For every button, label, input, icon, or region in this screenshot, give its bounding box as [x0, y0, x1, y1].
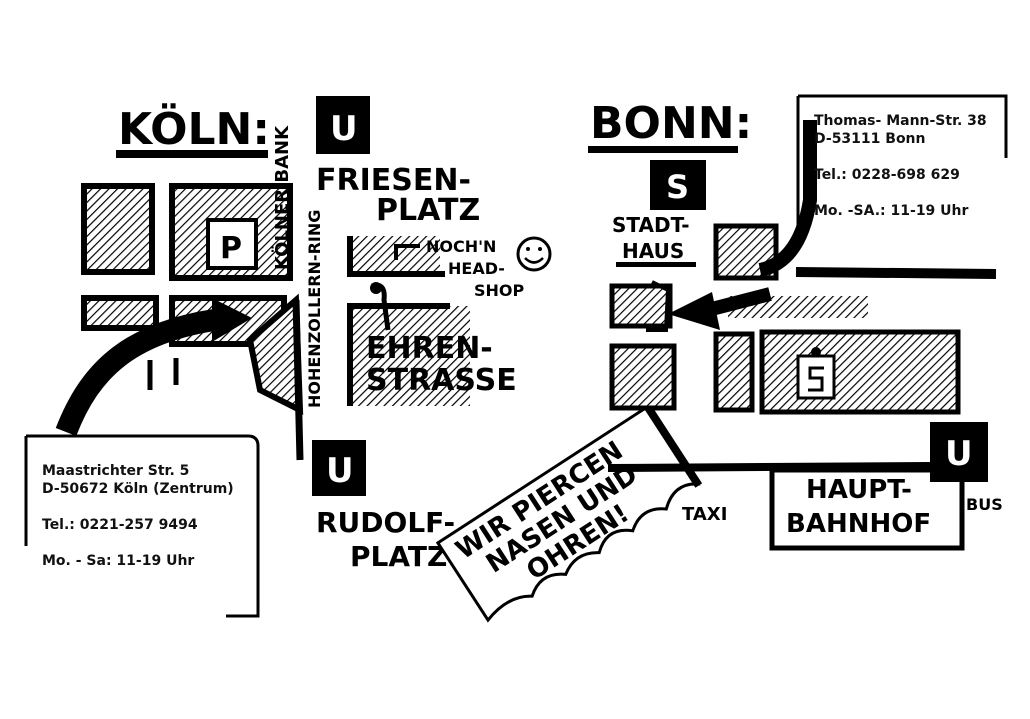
banner-paper — [435, 404, 701, 623]
stadthaus-label-1: STADT- — [612, 213, 690, 237]
headshop-label-3: SHOP — [474, 281, 525, 300]
stadthaus-label-2: HAUS — [622, 239, 684, 263]
headshop-label-1: NOCH'N — [426, 237, 496, 256]
koeln-bank-label: KÖLNER BANK — [271, 125, 293, 270]
bonn-map: BONN: S STADT- HAUS U — [588, 94, 1008, 551]
hauptbahnhof-box — [769, 467, 965, 551]
bonn-title-underline — [588, 146, 738, 153]
ring-label: HOHENZOLLERN-RING — [305, 210, 324, 408]
bonn-title: BONN: — [590, 98, 752, 149]
u-bahn-rudolfplatz-icon — [312, 440, 366, 496]
koeln-address-street: Maastrichter Str. 5 — [42, 463, 190, 479]
koeln-address-city: D-50672 Köln (Zentrum) — [42, 481, 234, 497]
parking-letter: P — [220, 231, 242, 266]
hauptbahnhof-label-2: BAHNHOF — [786, 509, 931, 539]
parking-icon — [206, 218, 258, 270]
u-bahn-hauptbahnhof-letter: U — [945, 434, 973, 474]
bonn-block-w — [609, 283, 673, 329]
koeln-address-phone: Tel.: 0221-257 9494 — [42, 517, 198, 533]
hauptbahnhof-label-1: HAUPT- — [806, 475, 912, 505]
bonn-address-city: D-53111 Bonn — [814, 131, 926, 147]
ehrenstrasse-label-2: STRASSE — [366, 363, 517, 398]
bonn-block-s — [713, 331, 755, 413]
friesenplatz-label-1: FRIESEN- — [316, 163, 471, 198]
headshop-label-2: HEAD- — [448, 259, 505, 278]
koeln-address-hours: Mo. - Sa: 11-19 Uhr — [42, 553, 195, 569]
s-bahn-letter: S — [666, 168, 689, 206]
smiley-icon — [516, 236, 552, 272]
u-bahn-rudolfplatz-letter: U — [326, 451, 354, 491]
block-w — [84, 298, 156, 328]
koeln-title: KÖLN: — [118, 102, 270, 155]
s-bahn-stadthaus-icon — [650, 160, 706, 210]
block-ehren — [350, 306, 470, 406]
piercing-banner: WIR PIERCEN NASEN UND OHREN! — [435, 402, 703, 623]
koeln-title-underline — [116, 150, 268, 158]
block-nw — [84, 186, 152, 272]
friesenplatz-label-2: PLATZ — [376, 193, 480, 228]
taxi-label: TAXI — [682, 504, 727, 525]
bonn-block-sw — [609, 343, 677, 411]
u-bahn-friesenplatz-letter: U — [330, 109, 358, 149]
koeln-arrow-head-icon — [212, 298, 252, 342]
bonn-address-frame — [798, 94, 1008, 158]
bonn-shop-marker — [646, 280, 671, 332]
bonn-address-street: Thomas- Mann-Str. 38 — [814, 113, 987, 129]
u-bahn-friesenplatz-icon — [316, 96, 370, 154]
u-bahn-hauptbahnhof-icon — [930, 422, 988, 482]
bonn-block-bank — [759, 329, 961, 415]
bonn-address-phone: Tel.: 0228-698 629 — [814, 167, 960, 183]
bonn-arrow-head-icon — [668, 292, 720, 330]
koeln-map: KÖLN: KÖLNER BANK P HOHENZOLLERN — [24, 96, 552, 618]
ehrenstrasse-label-1: EHREN- — [366, 331, 493, 366]
rudolfplatz-label-2: PLATZ — [350, 540, 447, 573]
koeln-address-frame — [26, 434, 260, 618]
rudolfplatz-label-1: RUDOLF- — [316, 506, 455, 539]
headshop-pointer — [394, 244, 420, 260]
bonn-street-blocks — [607, 120, 997, 472]
bonn-address-hours: Mo. -SA.: 11-19 Uhr — [814, 203, 969, 219]
bonn-address-block: Thomas- Mann-Str. 38 D-53111 Bonn Tel.: … — [814, 112, 987, 220]
koeln-address-block: Maastrichter Str. 5 D-50672 Köln (Zentru… — [42, 462, 234, 570]
bus-label: BUS — [966, 495, 1003, 514]
koeln-route-arrow — [55, 307, 230, 437]
